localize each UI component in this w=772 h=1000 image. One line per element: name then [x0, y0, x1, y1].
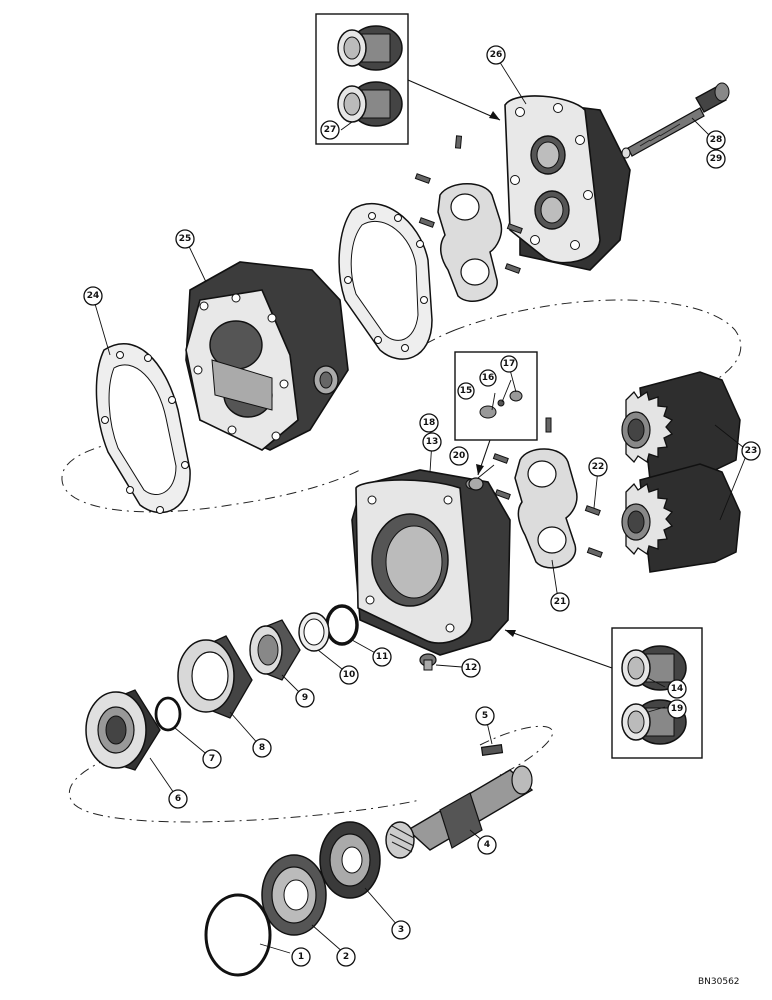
callout-13: 13	[422, 432, 442, 452]
svg-text:4: 4	[484, 840, 490, 850]
figure-code: BN30562	[698, 977, 740, 987]
end-cover	[504, 95, 631, 271]
callout-3: 3	[391, 920, 411, 940]
callout-27: 27	[320, 120, 340, 140]
svg-text:9: 9	[302, 693, 308, 703]
oil-seal	[249, 619, 301, 681]
ball-bearing	[85, 689, 161, 771]
callout-12: 12	[461, 658, 481, 678]
washer	[298, 612, 330, 652]
svg-text:29: 29	[710, 154, 723, 164]
wire-ring	[204, 893, 272, 977]
callout-1: 1	[291, 947, 311, 967]
svg-text:5: 5	[482, 711, 488, 721]
svg-text:8: 8	[259, 743, 265, 753]
wear-plate-top	[437, 183, 503, 302]
svg-text:12: 12	[465, 663, 478, 673]
svg-text:16: 16	[482, 373, 495, 383]
svg-text:24: 24	[87, 291, 100, 301]
gasket-left	[95, 343, 191, 514]
needle-bearing-icon	[337, 81, 403, 127]
callout-26: 26	[486, 45, 506, 65]
plug	[468, 477, 484, 491]
drive-gear	[621, 371, 741, 481]
svg-text:15: 15	[460, 386, 473, 396]
seal-retainer	[319, 821, 381, 899]
needle-bearing-icon	[337, 25, 403, 71]
inset-arrow	[407, 79, 501, 121]
dowel-pins-top	[414, 135, 523, 274]
lower-group-dash-line	[68, 744, 421, 823]
svg-text:28: 28	[710, 135, 723, 145]
arrowhead-icon	[489, 111, 500, 120]
cap-screw	[621, 82, 730, 159]
arrowhead-icon	[505, 630, 516, 637]
upper-group-dash-line	[454, 299, 742, 411]
callout-2: 2	[336, 947, 356, 967]
svg-text:23: 23	[745, 446, 758, 456]
callout-23: 23	[741, 441, 761, 461]
needle-bearing-icon	[621, 645, 687, 691]
callout-6: 6	[168, 789, 188, 809]
callout-25: 25	[175, 229, 195, 249]
snap-ring	[154, 696, 182, 732]
callout-5: 5	[475, 706, 495, 726]
gasket-upper	[338, 203, 433, 360]
callout-21: 21	[550, 592, 570, 612]
callout-16: 16	[479, 369, 497, 387]
svg-text:2: 2	[343, 952, 349, 962]
svg-text:7: 7	[209, 754, 215, 764]
callout-17: 17	[500, 355, 518, 373]
lower-group-dash-line-right	[479, 725, 553, 776]
driven-gear	[621, 463, 741, 573]
svg-text:1: 1	[298, 952, 304, 962]
svg-text:6: 6	[175, 794, 181, 804]
svg-text:13: 13	[426, 437, 439, 447]
fitting	[419, 653, 437, 671]
svg-text:18: 18	[423, 418, 436, 428]
svg-text:26: 26	[490, 50, 503, 60]
flange-housing	[351, 469, 511, 656]
callout-9: 9	[295, 688, 315, 708]
svg-text:19: 19	[671, 704, 684, 714]
callout-18: 18	[419, 413, 439, 433]
inset-arrow	[504, 629, 613, 669]
callout-4: 4	[477, 835, 497, 855]
svg-text:11: 11	[376, 652, 389, 662]
spacer	[261, 854, 327, 936]
callout-28: 28	[706, 130, 726, 150]
callout-14: 14	[667, 679, 687, 699]
svg-text:21: 21	[554, 597, 567, 607]
callout-11: 11	[372, 647, 392, 667]
svg-text:20: 20	[453, 451, 466, 461]
upper-group-dash-line-mid	[399, 329, 456, 361]
svg-text:22: 22	[592, 462, 605, 472]
wear-plate-lower	[514, 448, 578, 569]
callout-7: 7	[202, 749, 222, 769]
woodruff-key	[480, 743, 504, 757]
inset-box-top	[315, 13, 409, 145]
callout-22: 22	[588, 457, 608, 477]
svg-text:3: 3	[398, 925, 404, 935]
dowel-pins-middle	[492, 417, 603, 558]
callout-15: 15	[457, 382, 475, 400]
retaining-ring	[325, 604, 359, 646]
callout-10: 10	[339, 665, 359, 685]
svg-text:10: 10	[343, 670, 356, 680]
svg-text:25: 25	[179, 234, 192, 244]
callout-8: 8	[252, 738, 272, 758]
arrowhead-icon	[476, 464, 484, 475]
drive-shaft	[385, 765, 534, 859]
gear-housing	[185, 261, 349, 451]
callout-24: 24	[83, 286, 103, 306]
callout-20: 20	[449, 446, 469, 466]
svg-text:17: 17	[503, 359, 516, 369]
svg-text:27: 27	[324, 125, 337, 135]
inset-box-right	[611, 627, 703, 759]
callout-29: 29	[706, 149, 726, 169]
callout-19: 19	[667, 699, 687, 719]
svg-text:14: 14	[671, 684, 684, 694]
bearing-cup	[177, 635, 253, 719]
